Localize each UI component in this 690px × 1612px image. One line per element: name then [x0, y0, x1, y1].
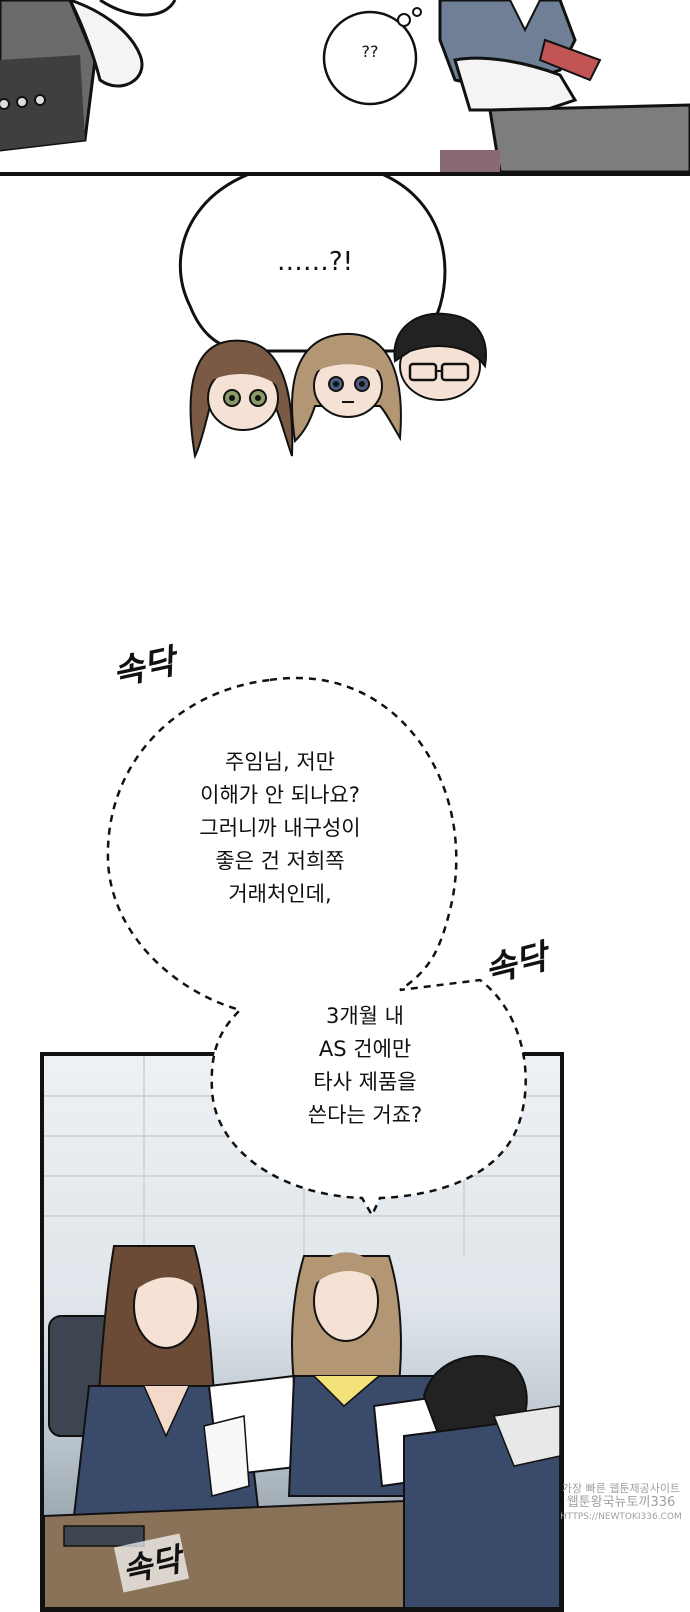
speech-line: 좋은 건 저희쪽: [215, 849, 345, 873]
speech-bubbles: [106, 676, 527, 1218]
hand-shape: [68, 0, 144, 88]
person-pants: [440, 150, 500, 172]
thought-dot: [397, 13, 411, 27]
thought-bubble: [322, 10, 418, 106]
woman-left: [72, 1245, 261, 1517]
desk: [488, 103, 690, 172]
speech-bubble-2-text: 3개월 내 AS 건에만 타사 제품을 쓴다는 거죠?: [250, 1000, 480, 1132]
speech-line: AS 건에만: [318, 1037, 412, 1061]
speech-line: 쓴다는 거죠?: [307, 1103, 423, 1127]
chibi-face-left: [189, 339, 294, 460]
watermark-line-1: 가장 빠른 웹툰제공사이트: [561, 1482, 681, 1495]
speech-line: 타사 제품을: [313, 1070, 417, 1094]
machine-button: [16, 96, 28, 108]
desk: [44, 1499, 405, 1608]
dashed-speech-bubble: [106, 676, 527, 1218]
speech-bubble-1-text: 주임님, 저만 이해가 안 되나요? 그러니까 내구성이 좋은 건 저희쪽 거래…: [140, 746, 420, 911]
thought-dot: [412, 7, 422, 17]
red-object: [538, 38, 602, 82]
shock-bubble-text: ……?!: [276, 247, 354, 277]
speech-line: 주임님, 저만: [225, 750, 335, 774]
paper-stack: [203, 1415, 250, 1497]
machine-button: [0, 98, 10, 110]
person-arm: [453, 56, 578, 112]
top-panel-art: [0, 0, 690, 172]
speech-line: 3개월 내: [326, 1004, 404, 1028]
person-collar: [509, 0, 541, 33]
speech-line: 거래처인데,: [228, 882, 332, 906]
laptop: [63, 1525, 145, 1547]
watermark: 가장 빠른 웹툰제공사이트 웹툰왕국뉴토끼336 HTTPS://NEWTOKI…: [556, 1482, 686, 1524]
machine-button: [34, 94, 46, 106]
watermark-line-2: 웹툰왕국뉴토끼336: [566, 1495, 676, 1510]
hand-finger: [99, 0, 177, 17]
speech-line: 이해가 안 되나요?: [200, 783, 360, 807]
thought-bubble-text: ??: [361, 42, 379, 61]
chibi-face-middle: [291, 332, 402, 444]
shock-scene: [178, 176, 487, 460]
speech-line: 그러니까 내구성이: [199, 816, 361, 840]
watermark-line-3: HTTPS://NEWTOKI336.COM: [560, 1512, 682, 1522]
top-panel: ??: [0, 0, 690, 176]
man-right: [403, 1355, 560, 1608]
chibi-face-right: [393, 312, 487, 401]
